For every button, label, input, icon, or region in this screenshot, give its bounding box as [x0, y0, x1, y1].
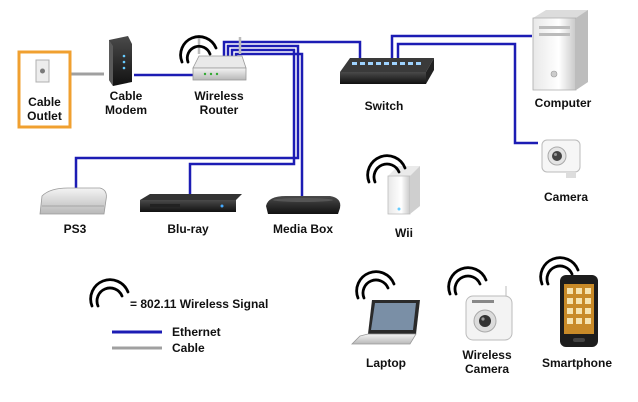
computer-label: Computer — [534, 96, 592, 110]
legend — [89, 278, 162, 350]
legend-ethernet-text: Ethernet — [172, 325, 221, 339]
ethernet-links — [74, 34, 538, 198]
wifi-signal-icon — [447, 266, 488, 296]
laptop[interactable] — [351, 300, 420, 345]
wireless-router-label-line2: Router — [199, 103, 239, 117]
ip-camera[interactable] — [541, 139, 581, 178]
wifi-signal-icon — [89, 278, 130, 308]
wireless-router-label-line1: Wireless — [194, 89, 244, 103]
wifi-signal-icon — [366, 154, 407, 184]
smartphone[interactable] — [560, 275, 598, 347]
network-switch[interactable] — [340, 58, 434, 84]
ps3-label: PS3 — [63, 222, 87, 236]
cable-outlet[interactable] — [17, 50, 72, 129]
cable-outlet-label: Cable Outlet — [19, 95, 70, 123]
wifi-signal-icon — [539, 256, 580, 286]
computer-tower[interactable] — [532, 10, 588, 91]
wireless-camera-label-line1: Wireless — [462, 348, 512, 362]
ethernet-router-ps3 — [74, 44, 300, 188]
laptop-label: Laptop — [366, 356, 406, 370]
wii-label: Wii — [395, 226, 413, 240]
cable-modem-label-line1: Cable — [109, 89, 143, 103]
wii-console[interactable] — [387, 166, 420, 215]
wireless-router-label: Wireless Router — [184, 89, 254, 117]
ps3-console[interactable] — [39, 187, 107, 215]
wireless-camera[interactable] — [465, 286, 513, 341]
legend-cable-text: Cable — [172, 341, 205, 355]
cable-outlet-label-line1: Cable — [28, 95, 61, 109]
wifi-signal-icon — [179, 35, 218, 64]
smartphone-label: Smartphone — [541, 356, 612, 370]
ethernet-router-switch — [222, 40, 362, 62]
ethernet-switch-camera — [396, 42, 538, 145]
ethernet-router-bluray — [188, 48, 296, 196]
media-box-label: Media Box — [272, 222, 333, 236]
camera-label: Camera — [543, 190, 589, 204]
cable-outlet-label-line2: Outlet — [27, 109, 62, 123]
bluray-label: Blu-ray — [167, 222, 209, 236]
switch-label: Switch — [364, 99, 404, 113]
wireless-camera-label-line2: Camera — [464, 362, 510, 376]
cable-modem[interactable] — [109, 36, 132, 86]
wireless-router[interactable] — [192, 37, 247, 81]
legend-wireless-text: = 802.11 Wireless Signal — [130, 297, 269, 311]
cable-modem-label: Cable Modem — [96, 89, 156, 117]
bluray-player[interactable] — [140, 194, 242, 212]
cable-modem-label-line2: Modem — [105, 103, 147, 117]
wireless-camera-label: Wireless Camera — [452, 348, 522, 376]
media-box[interactable] — [266, 196, 341, 214]
wifi-signal-icon — [355, 270, 396, 300]
